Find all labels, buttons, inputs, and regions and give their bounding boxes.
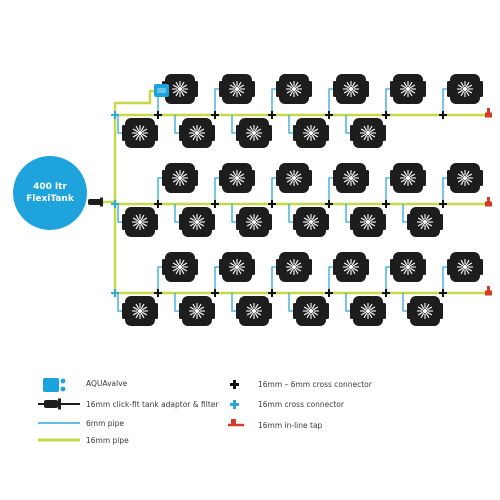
plant-pots: [122, 74, 483, 326]
plant-pot: [293, 296, 329, 326]
legend-adaptor-label: 16mm click-fit tank adaptor & filter: [86, 400, 219, 409]
plant-pot: [122, 118, 158, 148]
plant-pot: [447, 74, 483, 104]
plant-pot: [350, 296, 386, 326]
plant-pot: [447, 163, 483, 193]
plant-pot: [236, 207, 272, 237]
plant-pot: [162, 252, 198, 282]
cross-connector-16-6-icon: [439, 289, 447, 297]
legend-cross-16-6-label: 16mm – 6mm cross connector: [258, 380, 373, 389]
plant-pot: [276, 74, 312, 104]
flexitank: 400 ltr FlexiTank: [13, 156, 87, 230]
cross-connector-16-6-icon: [382, 111, 390, 119]
plant-pot: [390, 74, 426, 104]
cross-connector-16-6-icon: [268, 111, 276, 119]
cross-connector-16-6-icon: [211, 111, 219, 119]
legend-adaptor: 16mm click-fit tank adaptor & filter: [38, 398, 219, 410]
plant-pot: [350, 118, 386, 148]
plant-pot: [407, 296, 443, 326]
legend-pipe16-label: 16mm pipe: [86, 436, 129, 445]
cross-connector-16-6-icon: [325, 289, 333, 297]
tank-capacity: 400 ltr: [33, 182, 67, 192]
cross-connector-16-6-icon: [268, 289, 276, 297]
aquavalve-icon: [43, 378, 59, 392]
aquavalve-feed-pipe: [113, 89, 154, 115]
plant-pot: [390, 252, 426, 282]
plant-pot: [219, 163, 255, 193]
cross-connector-16-6-icon: [325, 111, 333, 119]
plant-pot: [276, 163, 312, 193]
cross-connector-16-6-icon: [230, 380, 239, 389]
plant-pot: [333, 74, 369, 104]
plant-pot: [236, 296, 272, 326]
plant-pot: [219, 74, 255, 104]
inline-tap-icon: [485, 290, 492, 296]
legend: AQUAvalve 16mm click-fit tank adaptor & …: [38, 378, 373, 445]
legend-pipe6-label: 6mm pipe: [86, 419, 124, 428]
main-16mm-pipes: [88, 89, 487, 295]
cross-connector-16-icon: [111, 289, 119, 297]
plant-pot: [293, 207, 329, 237]
plant-pot: [276, 252, 312, 282]
tank-adaptor-filter: [88, 197, 103, 207]
cross-connector-16-6-icon: [268, 200, 276, 208]
cross-connector-16-6-icon: [154, 111, 162, 119]
legend-cross-16-label: 16mm cross connector: [258, 400, 345, 409]
inline-tap-icon: [485, 112, 492, 118]
plant-pot: [407, 207, 443, 237]
cross-connector-16-6-icon: [154, 200, 162, 208]
plant-pot: [236, 118, 272, 148]
tank-name: FlexiTank: [26, 194, 75, 204]
cross-connector-16-icon: [230, 400, 239, 409]
cross-connector-16-6-icon: [439, 111, 447, 119]
cross-connector-16-icon: [111, 111, 119, 119]
legend-pipe6: 6mm pipe: [38, 419, 124, 428]
flexitank-body: [13, 156, 87, 230]
plant-pot: [179, 207, 215, 237]
plant-pot: [219, 252, 255, 282]
inline-tap-icon: [231, 419, 236, 425]
cross-connector-16-6-icon: [382, 289, 390, 297]
plant-pot: [162, 163, 198, 193]
plant-pot: [179, 296, 215, 326]
adaptor-icon: [44, 400, 58, 408]
plant-pot: [122, 207, 158, 237]
plant-pot: [447, 252, 483, 282]
cross-connector-16-icon: [111, 200, 119, 208]
legend-cross-16-6: 16mm – 6mm cross connector: [230, 380, 373, 389]
legend-aquavalve: AQUAvalve: [43, 378, 128, 392]
cross-connector-16-6-icon: [154, 289, 162, 297]
legend-tap-label: 16mm in-line tap: [258, 421, 323, 430]
plant-pot: [350, 207, 386, 237]
plant-pot: [293, 118, 329, 148]
plant-pot: [122, 296, 158, 326]
cross-connector-16-6-icon: [382, 200, 390, 208]
cross-connector-16-6-icon: [439, 200, 447, 208]
connectors: [111, 84, 492, 297]
legend-cross-16: 16mm cross connector: [230, 400, 345, 409]
cross-connector-16-6-icon: [325, 200, 333, 208]
cross-connector-16-6-icon: [211, 200, 219, 208]
legend-aquavalve-label: AQUAvalve: [86, 379, 128, 388]
plant-pot: [390, 163, 426, 193]
legend-tap: 16mm in-line tap: [228, 419, 323, 430]
aquavalve-icon: [154, 84, 169, 97]
cross-connector-16-6-icon: [211, 289, 219, 297]
plant-pot: [179, 118, 215, 148]
legend-pipe16: 16mm pipe: [38, 436, 129, 445]
inline-tap-icon: [485, 201, 492, 207]
plant-pot: [333, 163, 369, 193]
plant-pot: [333, 252, 369, 282]
